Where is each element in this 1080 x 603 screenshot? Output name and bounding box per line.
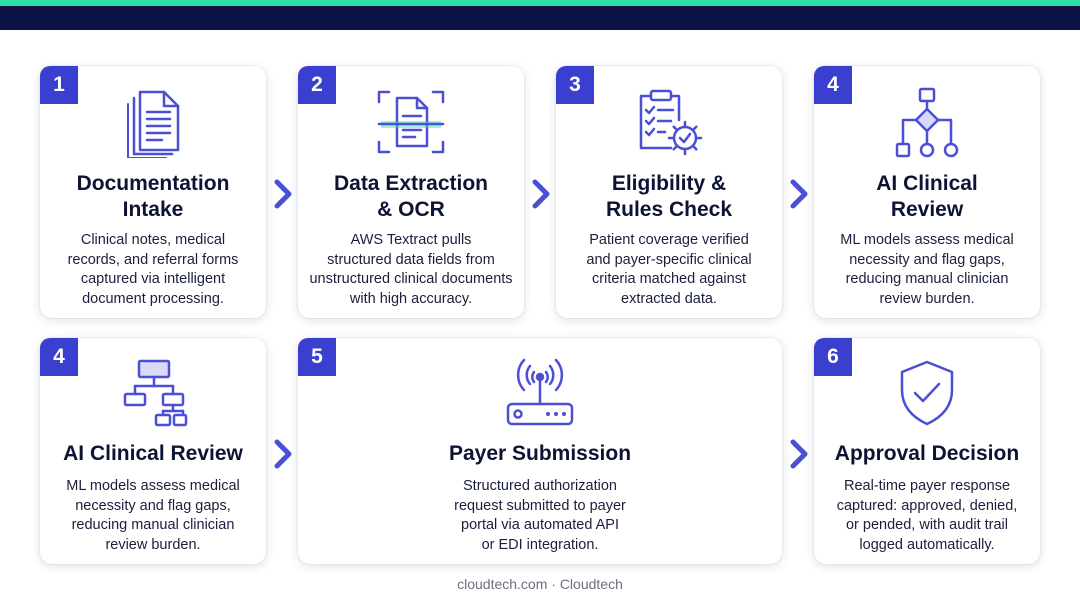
step-number-badge: 1 [40,66,78,104]
description-line: reducing manual clinician [845,271,1009,287]
step-number-badge: 4 [40,338,78,376]
description-line: captured: approved, denied, [836,497,1018,514]
description-line: structured data fields from [327,251,495,268]
description-line: or pended, with audit trail [845,517,1008,533]
description-line: Structured authorization [463,478,617,494]
description-line: necessity and flag gaps, [75,497,231,514]
step-card-ai-clinical-review: 4 AI Clinical Review ML models assess me… [814,66,1040,318]
chevron-right-icon [532,179,550,209]
step-card-data-extraction: 2 Data Extraction & OCR AWS Textract pul… [298,66,524,318]
description-line: with high accuracy. [349,290,473,307]
step-number-badge: 6 [814,338,852,376]
step-card-payer-submission: 5 Payer Submission Structured authorizat… [298,338,782,564]
description-line: ML models assess medical [66,478,240,494]
checklist-gear-icon [639,89,703,156]
description-line: extracted data. [621,290,717,307]
title-line: Eligibility & [611,172,727,195]
step-number-badge: 3 [556,66,594,104]
description-line: and payer-specific clinical [586,251,752,268]
step-description: Structured authorization request submitt… [306,477,774,555]
description-line: Real-time payer response [843,478,1011,494]
description-line: logged automatically. [859,536,995,553]
hierarchy-icon [123,359,188,427]
step-card-ai-clinical-review-2: 4 AI Clinical Review ML models assess me… [40,338,266,564]
footer-credit: cloudtech.com · Cloudtech [457,576,623,592]
step-title: Documentation Intake [50,171,256,223]
description-line: records, and referral forms [67,251,239,268]
step-description: ML models assess medical necessity and f… [48,477,258,555]
step-description: Real-time payer response captured: appro… [822,477,1032,555]
step-description: Clinical notes, medical records, and ref… [48,231,258,309]
document-scan-icon [377,90,445,154]
description-line: review burden. [879,290,975,307]
decision-flow-icon [895,87,959,158]
title-line: Documentation [76,172,230,195]
description-line: review burden. [105,536,201,553]
title-line: Data Extraction [333,172,489,195]
description-line: Patient coverage verified [589,232,749,248]
chevron-right-icon [790,439,808,469]
description-line: Clinical notes, medical [80,232,226,248]
chevron-right-icon [274,179,292,209]
description-line: or EDI integration. [481,536,599,553]
step-title: Payer Submission [448,442,632,465]
step-title: Data Extraction & OCR [308,171,514,223]
step-title: AI Clinical Review [63,442,243,465]
top-accent-bar [0,0,1080,6]
description-line: document processing. [82,290,224,307]
step-description: ML models assess medical necessity and f… [822,231,1032,309]
description-line: captured via intelligent [80,271,226,287]
step-card-documentation-intake: 1 Documentation Intake Clinical notes, m… [40,66,266,318]
title-line: Rules Check [605,198,733,221]
title-line: Review [890,198,964,221]
top-navy-bar [0,6,1080,30]
step-number-badge: 4 [814,66,852,104]
documents-icon [127,90,180,158]
step-number-badge: 2 [298,66,336,104]
chevron-right-icon [274,439,292,469]
step-description: Patient coverage verified and payer-spec… [564,231,774,309]
step-title: Approval Decision [834,442,1020,465]
shield-check-icon [900,360,954,426]
description-line: unstructured clinical documents [309,271,513,287]
step-title: Eligibility & Rules Check [566,171,772,223]
description-line: ML models assess medical [840,232,1014,248]
router-icon [506,358,574,426]
title-line: AI Clinical [876,172,978,195]
chevron-right-icon [790,179,808,209]
step-description: AWS Textract pulls structured data field… [306,231,516,309]
step-number-badge: 5 [298,338,336,376]
step-card-approval-decision: 6 Approval Decision Real-time payer resp… [814,338,1040,564]
title-line: Intake [122,198,184,221]
step-card-eligibility-rules: 3 Eligibility & Rules Check Patient cove… [556,66,782,318]
description-line: portal via automated API [461,517,619,533]
description-line: AWS Textract pulls [350,232,472,248]
description-line: necessity and flag gaps, [849,251,1005,268]
description-line: criteria matched against [592,271,746,287]
description-line: request submitted to payer [454,497,626,514]
step-title: AI Clinical Review [824,171,1030,223]
title-line: & OCR [377,198,445,221]
description-line: reducing manual clinician [71,517,235,533]
